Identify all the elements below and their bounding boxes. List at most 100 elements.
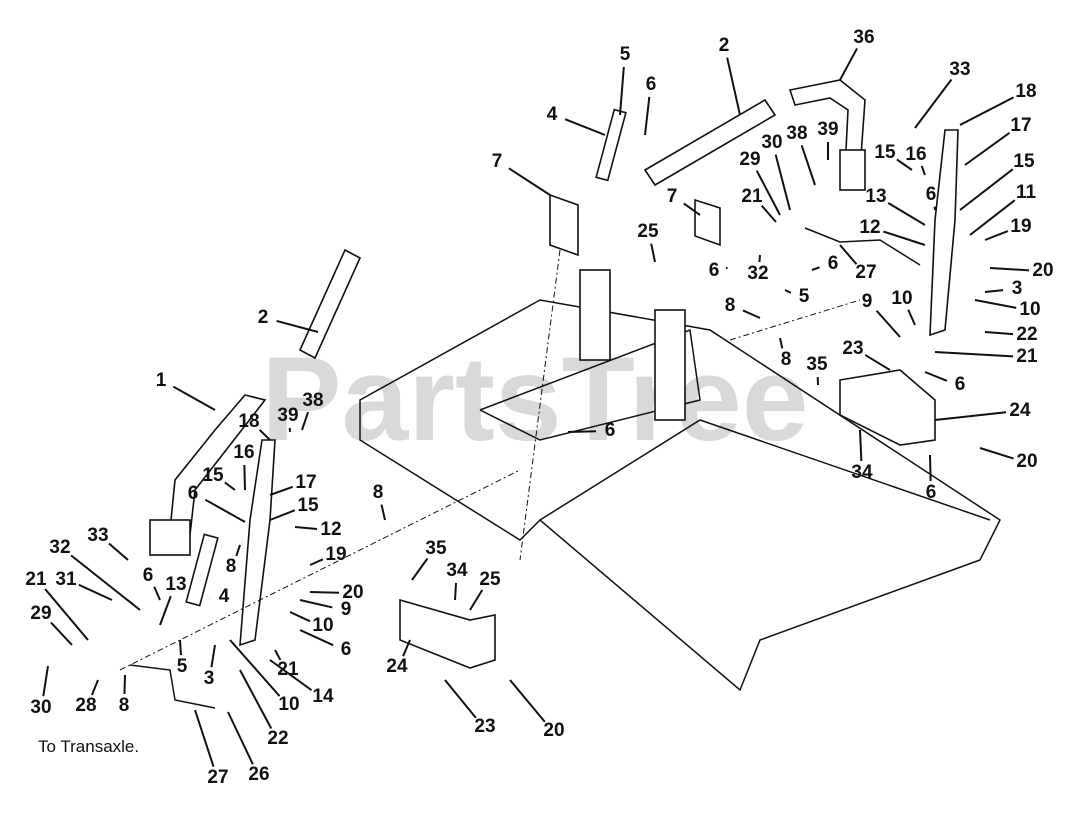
callout-number: 8 xyxy=(373,482,384,503)
leader-line xyxy=(159,595,172,626)
rod-27-left xyxy=(129,664,216,709)
watermark: PartsTree xyxy=(261,332,808,466)
callout-number: 6 xyxy=(143,565,154,586)
rod-27-right xyxy=(804,227,921,266)
callout-number: 19 xyxy=(325,544,346,565)
leader-line xyxy=(914,78,953,129)
callout-number: 21 xyxy=(1016,346,1038,367)
leader-line xyxy=(887,202,926,226)
callout-number: 8 xyxy=(119,695,130,716)
leader-line xyxy=(864,354,891,371)
callout-number: 22 xyxy=(1016,324,1037,345)
leader-line xyxy=(179,639,182,656)
leader-line xyxy=(907,309,916,326)
leader-line xyxy=(683,202,701,216)
callout-number: 18 xyxy=(1015,81,1036,102)
leader-line xyxy=(755,170,781,216)
bracket-24-front xyxy=(399,598,496,669)
leader-line xyxy=(454,582,458,601)
callout-number: 6 xyxy=(605,420,616,441)
callout-number: 27 xyxy=(855,262,876,283)
plate-7-left xyxy=(549,193,579,257)
callout-number: 6 xyxy=(955,374,966,395)
tower-left xyxy=(579,269,611,361)
leader-line xyxy=(42,665,49,697)
callout-number: 15 xyxy=(1013,151,1035,172)
callout-number: 32 xyxy=(747,263,768,284)
callout-number: 4 xyxy=(547,104,558,125)
leader-line xyxy=(309,558,324,566)
leader-line xyxy=(299,599,333,609)
callout-number: 31 xyxy=(55,569,77,590)
leader-line xyxy=(411,557,429,581)
leader-line xyxy=(742,309,761,319)
callout-number: 2 xyxy=(258,307,269,328)
callout-number: 39 xyxy=(817,119,838,140)
leader-line xyxy=(758,254,761,263)
callout-number: 23 xyxy=(474,716,495,737)
callout-number: 18 xyxy=(238,411,259,432)
leader-line xyxy=(243,464,246,491)
leader-lines xyxy=(42,47,1030,767)
leader-line xyxy=(650,243,656,263)
callout-number: 34 xyxy=(851,462,873,483)
leader-line xyxy=(784,289,792,294)
callout-number: 21 xyxy=(741,186,763,207)
callout-number: 12 xyxy=(859,217,880,238)
callout-number: 10 xyxy=(1019,299,1040,320)
frame-floor xyxy=(539,419,991,521)
leader-line xyxy=(726,57,741,116)
callout-number: 19 xyxy=(1010,216,1031,237)
callout-number: 2 xyxy=(719,35,730,56)
leader-line xyxy=(402,639,411,657)
leader-line xyxy=(839,244,858,265)
leader-line xyxy=(301,411,309,431)
callout-number: 3 xyxy=(204,668,215,689)
leader-line xyxy=(274,649,282,661)
leader-line xyxy=(567,430,597,433)
to-transaxle-note: To Transaxle. xyxy=(38,737,139,756)
leader-line xyxy=(979,447,1014,460)
callout-number: 32 xyxy=(49,537,70,558)
leader-line xyxy=(380,504,386,521)
callout-number: 20 xyxy=(543,720,564,741)
leader-line xyxy=(959,96,1014,126)
callout-number: 11 xyxy=(1016,182,1037,203)
leader-line xyxy=(920,165,926,176)
leader-line xyxy=(444,679,477,719)
callout-number: 29 xyxy=(30,603,51,624)
callout-number: 13 xyxy=(165,574,186,595)
callout-number: 23 xyxy=(842,338,863,359)
callout-number: 34 xyxy=(446,560,468,581)
leader-line xyxy=(269,509,296,521)
callout-number: 38 xyxy=(302,390,323,411)
leader-line xyxy=(984,289,1004,293)
leader-line xyxy=(224,481,236,491)
leader-line xyxy=(194,709,215,767)
callout-number: 28 xyxy=(75,695,96,716)
leader-line xyxy=(123,674,126,695)
callout-number: 6 xyxy=(709,260,720,281)
leader-line xyxy=(934,351,1014,358)
callout-number: 35 xyxy=(425,538,447,559)
callout-number: 5 xyxy=(177,656,188,677)
leader-line xyxy=(964,132,1011,166)
callout-number: 24 xyxy=(386,656,408,677)
callout-number: 10 xyxy=(891,288,912,309)
leader-line xyxy=(229,639,281,697)
plate-7-right xyxy=(694,198,721,247)
callout-number: 27 xyxy=(207,767,228,788)
callout-number: 25 xyxy=(637,221,659,242)
tower-right xyxy=(654,309,686,421)
callout-number: 25 xyxy=(479,569,501,590)
leader-line xyxy=(204,498,246,523)
callout-number: 33 xyxy=(87,525,108,546)
leader-line xyxy=(644,96,651,136)
leader-line xyxy=(924,371,948,382)
leader-line xyxy=(239,669,273,729)
leader-line xyxy=(289,611,311,623)
callout-number: 6 xyxy=(926,184,937,205)
